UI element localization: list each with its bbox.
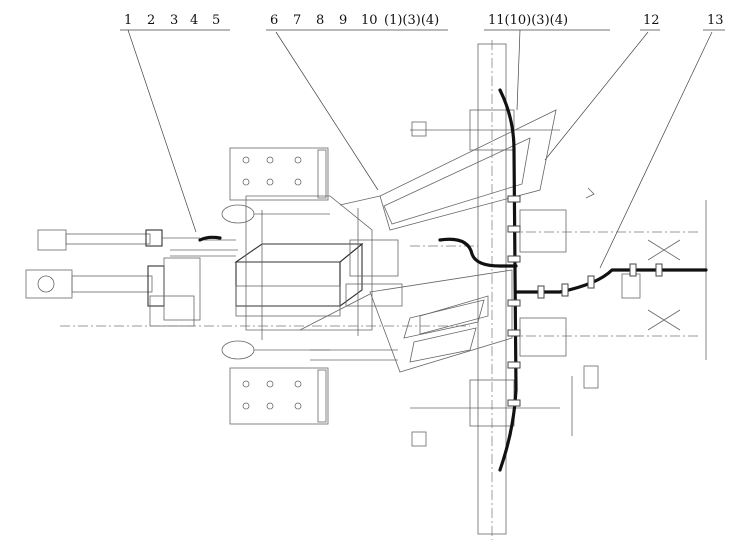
callout-label-12: 12 — [643, 13, 660, 28]
callout-label-4: 4 — [190, 13, 198, 28]
leader-lines — [127, 29, 713, 269]
callout-label-11-10-3-4: 11(10)(3)(4) — [488, 13, 568, 28]
callout-label-1-3-4: (1)(3)(4) — [384, 13, 439, 28]
right-fittings — [60, 187, 707, 436]
hydraulic-hoses — [198, 88, 708, 472]
callout-label-6: 6 — [270, 13, 278, 28]
upper-guard-plate — [339, 109, 557, 231]
mounting-brackets — [229, 147, 329, 425]
callout-label-9: 9 — [339, 13, 347, 28]
main-vertical-hose — [498, 88, 518, 472]
pump-linkage — [25, 204, 330, 360]
lower-guard-plate — [299, 269, 513, 373]
callout-label-7: 7 — [293, 13, 301, 28]
branch-hose-upper — [438, 237, 518, 268]
hose-clamps — [507, 195, 663, 407]
callout-labels: 1 2 3 4 5 6 7 8 9 10 (1)(3)(4) 11(10)(3)… — [124, 13, 724, 28]
callout-label-13: 13 — [707, 13, 724, 28]
callout-label-1: 1 — [124, 13, 132, 28]
callout-label-10: 10 — [361, 13, 378, 28]
callout-label-3: 3 — [170, 13, 178, 28]
callout-label-8: 8 — [316, 13, 324, 28]
valve-block — [234, 195, 403, 340]
callout-label-5: 5 — [212, 13, 220, 28]
callout-label-2: 2 — [147, 13, 155, 28]
short-hose-left — [198, 235, 222, 242]
